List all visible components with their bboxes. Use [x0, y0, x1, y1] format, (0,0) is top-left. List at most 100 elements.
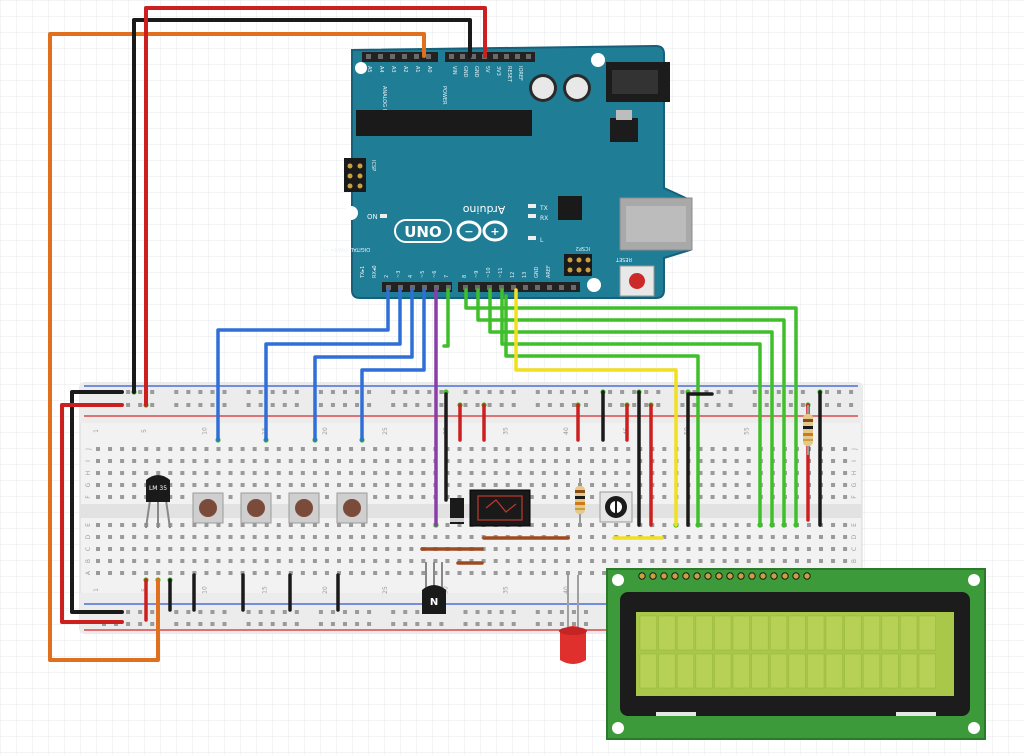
breadboard-rail-hole [680, 403, 685, 407]
breadboard-rail-hole [571, 403, 576, 407]
analog-pin-label: A5 [366, 66, 372, 73]
breadboard-hole [662, 535, 667, 539]
breadboard-hole [590, 535, 595, 539]
breadboard-rail-hole [415, 403, 420, 407]
breadboard-hole [686, 535, 691, 539]
breadboard-hole [662, 559, 667, 563]
breadboard-hole [276, 447, 281, 451]
breadboard-hole [529, 483, 534, 487]
breadboard-hole [96, 523, 100, 527]
breadboard-rail-hole [174, 622, 179, 626]
breadboard-column-number: 5 [141, 429, 148, 433]
breadboard-hole [517, 471, 522, 475]
breadboard-hole [602, 447, 607, 451]
analog-header-label: ANALOG IN [381, 86, 387, 114]
breadboard-hole [144, 547, 149, 551]
breadboard-hole [120, 571, 125, 575]
breadboard-rail-hole [463, 610, 468, 614]
breadboard-rail-hole [391, 403, 396, 407]
breadboard-hole [710, 459, 715, 463]
breadboard-hole [361, 559, 366, 563]
breadboard-hole [457, 471, 462, 475]
breadboard-hole [734, 495, 739, 499]
push-button-4[interactable] [336, 492, 368, 524]
breadboard-hole [578, 571, 582, 575]
breadboard-rail-hole [547, 390, 552, 394]
push-button-2[interactable] [240, 492, 272, 524]
breadboard-hole [662, 483, 667, 487]
header-pin [366, 54, 371, 59]
power-pin-label: RESET [506, 66, 512, 83]
breadboard-hole [746, 471, 751, 475]
analog-pin-label: A1 [414, 66, 420, 73]
breadboard-hole [204, 547, 209, 551]
breadboard-hole [553, 523, 558, 527]
uno-logo-text: UNO [404, 223, 442, 241]
breadboard-hole [614, 483, 619, 487]
breadboard-row-letter: B [851, 559, 858, 563]
breadboard-hole [698, 471, 703, 475]
lcd-character-cell [807, 653, 825, 689]
push-button-3[interactable] [288, 492, 320, 524]
breadboard-hole [409, 447, 414, 451]
lcd-pin-header [638, 572, 811, 580]
breadboard-hole [300, 547, 305, 551]
breadboard-hole [373, 495, 378, 499]
lcd-character-cell [825, 615, 843, 651]
breadboard-hole [529, 523, 534, 527]
breadboard-hole [156, 447, 161, 451]
breadboard-hole [240, 471, 245, 475]
breadboard-hole [264, 471, 269, 475]
breadboard-row-letter: G [85, 482, 92, 487]
breadboard-hole [602, 547, 607, 551]
breadboard-rail-hole [294, 610, 299, 614]
breadboard-rail-hole [258, 390, 263, 394]
breadboard-rail-hole [475, 390, 480, 394]
breadboard-rail-hole [584, 390, 588, 394]
header-pin [493, 54, 498, 59]
breadboard-column-number: 40 [563, 427, 570, 435]
breadboard-hole [252, 523, 257, 527]
breadboard-hole [312, 459, 317, 463]
resistor-2 [803, 405, 813, 455]
breadboard-hole [746, 447, 751, 451]
breadboard-hole [397, 547, 402, 551]
breadboard-hole [216, 483, 221, 487]
breadboard-rail-hole [246, 622, 251, 626]
breadboard-hole [240, 447, 245, 451]
breadboard-hole [734, 547, 739, 551]
breadboard-hole [602, 471, 607, 475]
breadboard-hole [794, 559, 799, 563]
breadboard-rail-hole [186, 403, 191, 407]
lcd-character-cell [676, 615, 695, 651]
breadboard-hole [96, 535, 100, 539]
breadboard-rail-hole [535, 390, 540, 394]
breadboard-hole [312, 547, 317, 551]
breadboard-hole [529, 471, 534, 475]
breadboard-hole [96, 471, 100, 475]
breadboard-rail-hole [644, 390, 649, 394]
breadboard-hole [156, 471, 161, 475]
reset-label[interactable]: RESET [615, 256, 632, 262]
breadboard-hole [240, 571, 245, 575]
breadboard-hole [578, 447, 582, 451]
breadboard-hole [505, 447, 510, 451]
breadboard-rail-hole [222, 622, 227, 626]
potentiometer[interactable] [599, 491, 633, 523]
breadboard-hole [168, 495, 173, 499]
breadboard-rail-hole [343, 403, 347, 407]
breadboard-hole [397, 535, 402, 539]
breadboard-rail-hole [571, 622, 576, 626]
push-button-1[interactable] [192, 492, 224, 524]
breadboard-hole [144, 471, 149, 475]
breadboard-rail-hole [270, 403, 275, 407]
breadboard-row-letter: E [851, 523, 858, 527]
breadboard-hole [457, 571, 462, 575]
breadboard-hole [361, 535, 366, 539]
breadboard-hole [590, 471, 595, 475]
lcd-character-cell [844, 653, 862, 689]
breadboard-hole [433, 535, 438, 539]
breadboard-hole [409, 547, 414, 551]
lcd-character-cell [732, 615, 750, 651]
breadboard-hole [120, 483, 125, 487]
